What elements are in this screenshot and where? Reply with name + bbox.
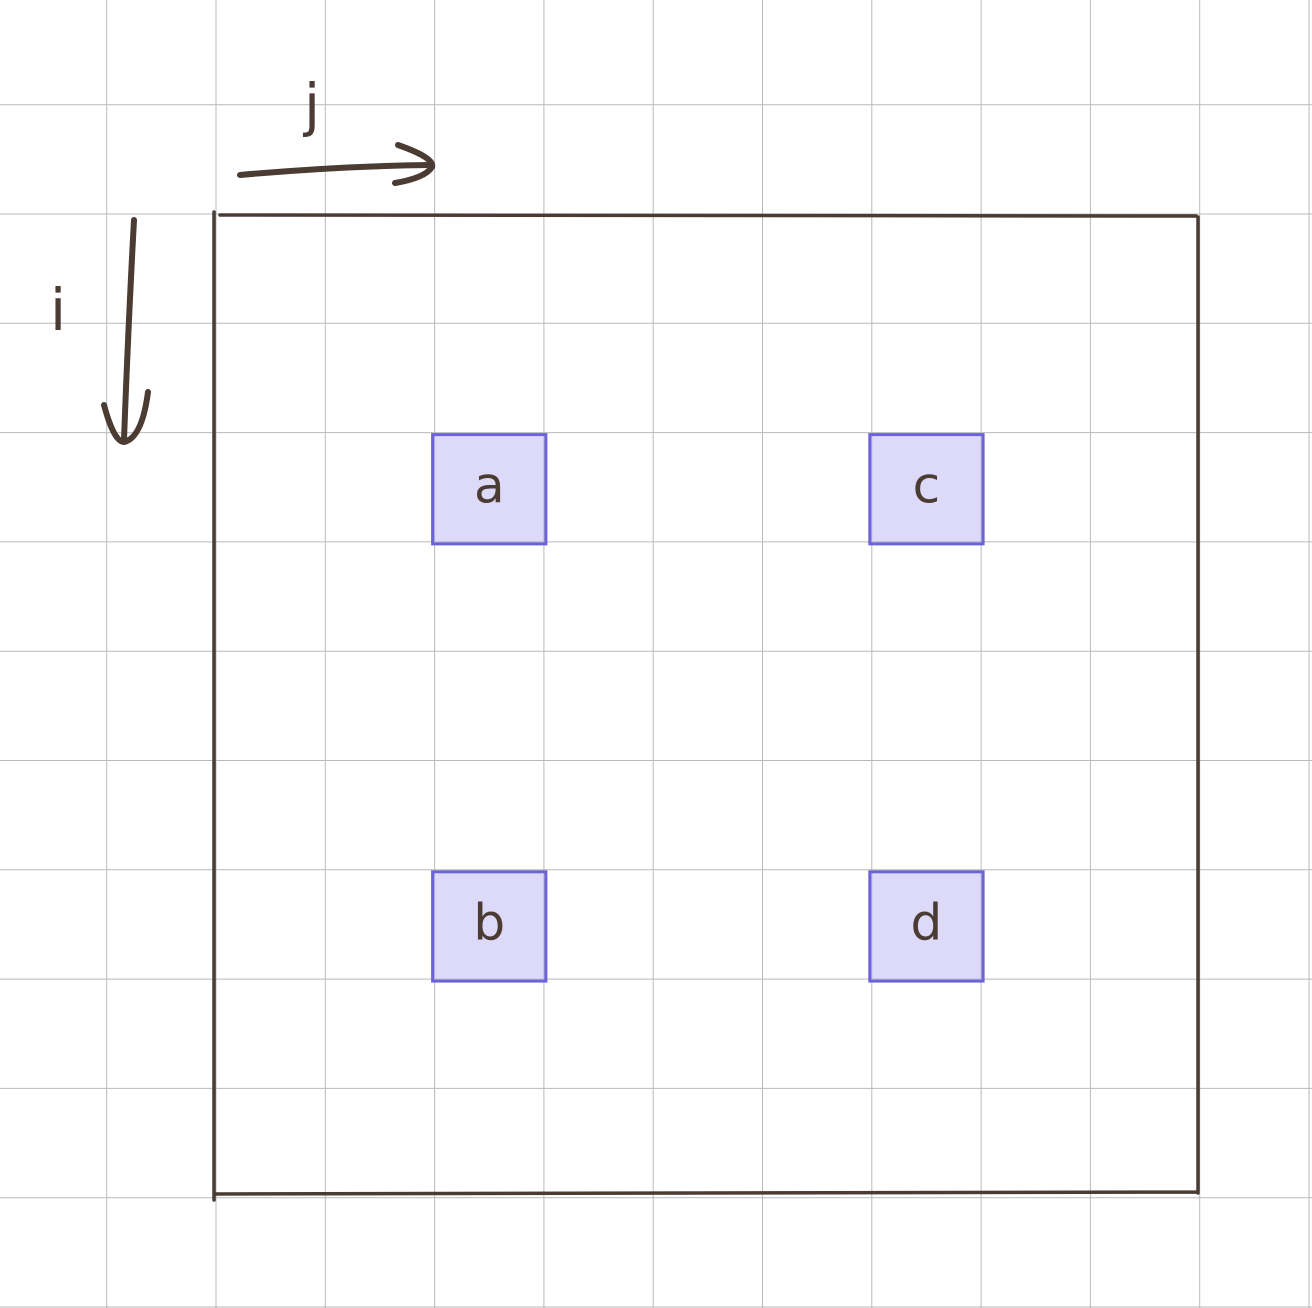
cell-b: b bbox=[431, 870, 548, 983]
j-axis-arrow: j bbox=[237, 71, 436, 186]
cell-a: a bbox=[431, 433, 548, 546]
i-arrow-head bbox=[101, 389, 151, 445]
j-arrow-head bbox=[392, 142, 436, 186]
cell-c: c bbox=[868, 433, 985, 546]
cell-label: c bbox=[913, 456, 941, 514]
cell-label: a bbox=[474, 456, 505, 514]
i-arrow-shaft bbox=[121, 217, 137, 443]
j-arrow-shaft bbox=[237, 162, 433, 178]
cell-box bbox=[431, 870, 548, 983]
cell-label: b bbox=[473, 893, 505, 951]
cell-box bbox=[868, 433, 985, 546]
cell-label: d bbox=[911, 893, 943, 951]
highlighted-cells: a b c d bbox=[431, 433, 985, 983]
i-axis-arrow: i bbox=[50, 217, 151, 445]
cell-box bbox=[868, 870, 985, 983]
matrix-outline bbox=[212, 210, 1200, 1202]
j-axis-label: j bbox=[302, 71, 320, 139]
i-axis-label: i bbox=[50, 276, 66, 344]
cell-box bbox=[431, 433, 548, 546]
cell-d: d bbox=[868, 870, 985, 983]
